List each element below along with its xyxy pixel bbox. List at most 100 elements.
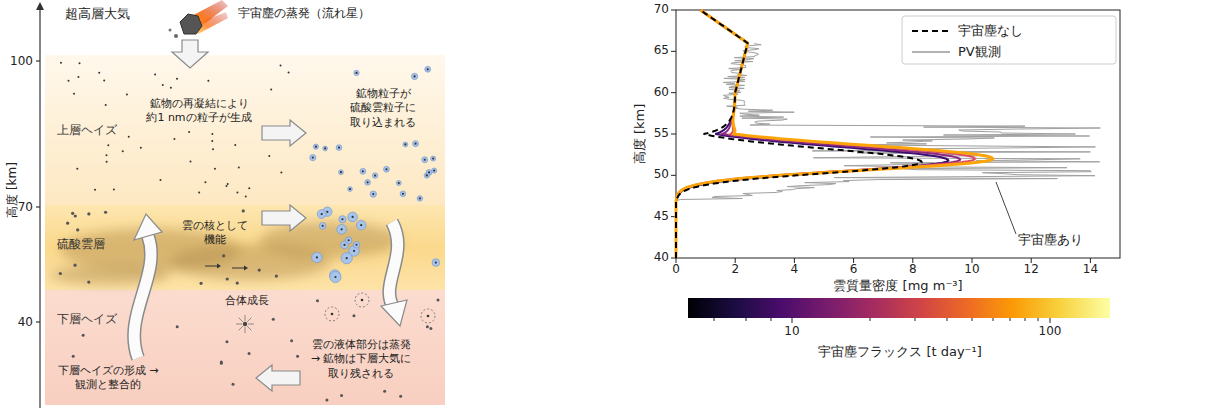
mineral-particle [214, 168, 216, 170]
mineral-particle [140, 147, 142, 149]
mineral-particle [82, 334, 85, 337]
evaporated-droplet [421, 309, 435, 323]
mineral-particle [248, 187, 250, 189]
height-axis [36, 2, 44, 408]
evaporated-droplet [325, 307, 339, 321]
legend-dashed-line [912, 30, 950, 32]
band-note: 雲の核として 機能 [170, 219, 260, 248]
legend-text: 宇宙塵なし [958, 23, 1023, 40]
droplet [341, 253, 352, 264]
droplet [339, 216, 346, 223]
axis-title: 高度 [km] [632, 104, 649, 164]
mineral-particle [103, 79, 105, 81]
droplet-core [341, 228, 343, 230]
label: 0 [672, 262, 680, 278]
mineral-particle [331, 313, 334, 316]
mineral-particle [429, 327, 432, 330]
mineral-particle [248, 352, 251, 355]
band-note: 鉱物の再凝結により 約1 nmの粒子が生成 [140, 97, 258, 126]
mineral-particle [268, 155, 270, 157]
droplet [313, 144, 318, 149]
mineral-particle [173, 138, 175, 140]
small-arrow [217, 264, 221, 269]
mineral-particle [199, 282, 202, 285]
droplet [319, 223, 326, 230]
mineral-particle [220, 361, 223, 364]
mineral-particle [162, 84, 164, 86]
droplet-core [315, 146, 317, 148]
droplet-core [404, 143, 406, 145]
droplet-core [398, 182, 400, 184]
droplet-core [340, 171, 342, 173]
droplet [365, 179, 371, 185]
droplet [424, 173, 429, 178]
mineral-particle [87, 280, 90, 283]
mineral-particle [76, 168, 78, 170]
label: 2 [731, 262, 739, 278]
mineral-particle [236, 192, 238, 194]
mineral-particle [258, 268, 261, 271]
droplet-core [349, 188, 351, 190]
droplet [338, 170, 343, 175]
droplet-core [343, 244, 345, 246]
droplet-core [360, 224, 362, 226]
coagulation-mark [239, 318, 243, 322]
mineral-particle [94, 189, 96, 191]
droplet [354, 70, 359, 75]
droplet [400, 191, 406, 197]
droplet-core [374, 174, 376, 176]
label: 100 [10, 54, 33, 70]
label: 100 [1039, 324, 1062, 340]
droplet [431, 156, 436, 161]
small-arrow [244, 266, 248, 271]
particles [59, 62, 440, 402]
mineral-particle [227, 183, 229, 185]
label: 14 [1083, 262, 1098, 278]
mineral-particle [176, 78, 178, 80]
mineral-particle [60, 62, 62, 64]
droplet-core [426, 174, 428, 176]
mineral-particle [238, 166, 240, 168]
droplet-core [322, 225, 324, 227]
label: 宇宙塵の蒸発（流れ星） [238, 6, 370, 22]
mineral-particle [59, 272, 62, 275]
small-arrow [232, 268, 244, 269]
mineral-particle [104, 211, 107, 214]
mineral-particle [242, 209, 245, 212]
droplet-core [419, 197, 421, 199]
droplet-core [362, 170, 364, 172]
mineral-particle [72, 355, 75, 358]
mineral-particle [73, 264, 76, 267]
droplet [360, 168, 366, 174]
droplet [396, 181, 401, 186]
mineral-particle [226, 277, 229, 280]
leader-line [996, 182, 1016, 234]
label: 55 [654, 126, 669, 142]
mineral-particle [98, 72, 100, 74]
droplet-core [324, 147, 326, 149]
droplet-core [353, 250, 355, 252]
droplet [413, 141, 419, 147]
mineral-particle [325, 398, 328, 401]
droplet [317, 210, 326, 219]
mineral-particle [204, 181, 206, 183]
label: 宇宙塵フラックス [t day⁻¹] [818, 344, 982, 361]
droplet [310, 154, 316, 160]
droplet-core [326, 211, 328, 213]
mineral-particle [275, 275, 278, 278]
mineral-particle [280, 172, 282, 174]
no-dust-line [676, 10, 922, 258]
droplet [403, 142, 408, 147]
label: 65 [654, 43, 669, 59]
label: 6 [850, 262, 858, 278]
mineral-particle [245, 195, 247, 197]
droplet [323, 146, 328, 151]
droplet [384, 166, 390, 172]
droplet [348, 212, 358, 222]
droplet [425, 66, 431, 72]
mineral-particle [280, 64, 282, 66]
mineral-particle [106, 161, 108, 163]
mineral-particle [272, 318, 275, 321]
droplet-core [402, 193, 404, 195]
droplet [372, 173, 377, 178]
